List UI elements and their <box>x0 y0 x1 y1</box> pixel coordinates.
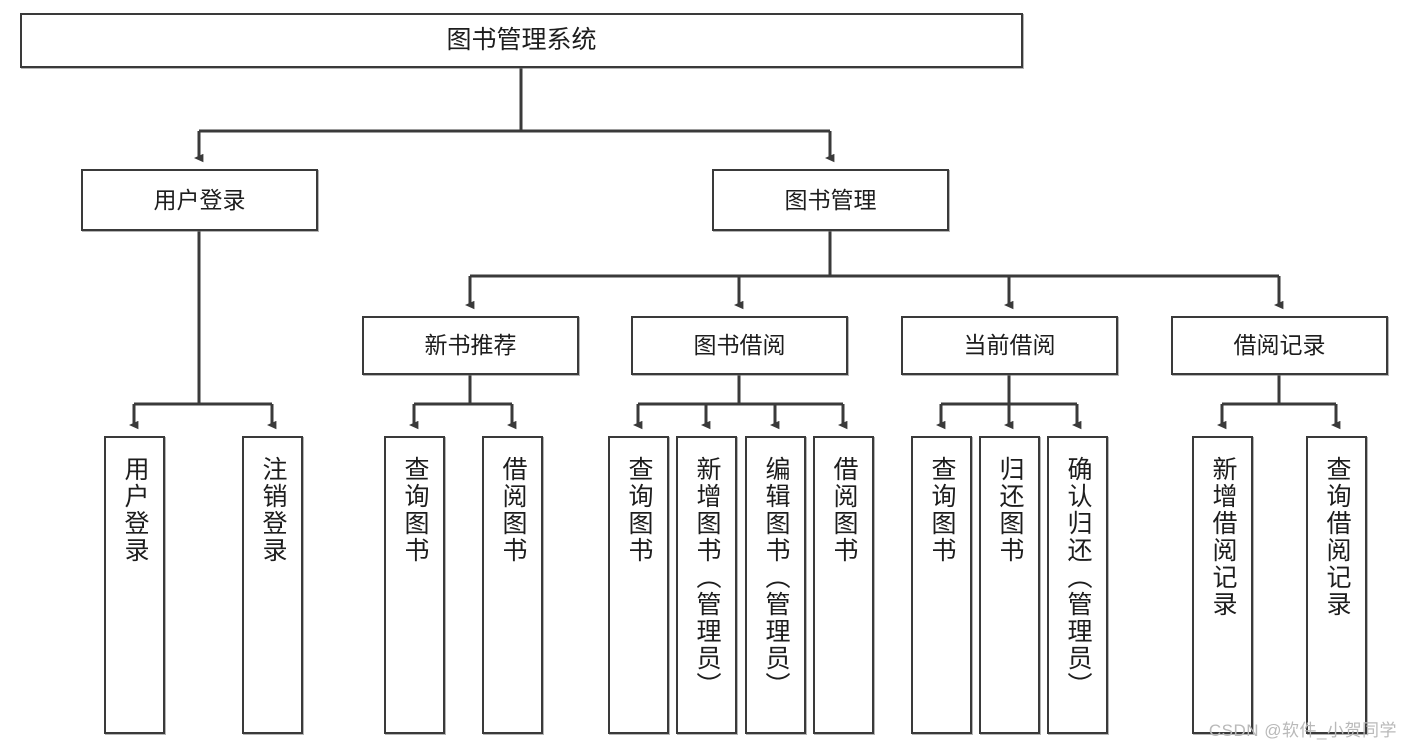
node-label: 查询图书 <box>401 456 429 564</box>
node-current-borrow[interactable]: 当前借阅 <box>901 316 1118 375</box>
node-label: 查询借阅记录 <box>1323 456 1351 618</box>
node-borrow-record[interactable]: 借阅记录 <box>1171 316 1388 375</box>
node-leaf-user-login[interactable]: 用户登录 <box>104 436 165 734</box>
node-label: 图书借阅 <box>693 332 786 359</box>
node-leaf-logout-login[interactable]: 注销登录 <box>242 436 303 734</box>
node-label: 借阅图书 <box>830 456 858 564</box>
node-leaf-query-book-3[interactable]: 查询图书 <box>911 436 972 734</box>
node-label: 新增借阅记录 <box>1209 456 1237 618</box>
node-label: 归还图书 <box>996 456 1024 564</box>
node-leaf-add-book-admin[interactable]: 新增图书（管理员） <box>676 436 737 734</box>
node-label: 当前借阅 <box>963 332 1056 359</box>
node-label: 查询图书 <box>625 456 653 564</box>
node-leaf-edit-book-admin[interactable]: 编辑图书（管理员） <box>745 436 806 734</box>
node-label: 新增图书（管理员） <box>693 456 721 699</box>
node-book-borrow[interactable]: 图书借阅 <box>631 316 848 375</box>
node-label: 查询图书 <box>928 456 956 564</box>
node-leaf-add-borrow-record[interactable]: 新增借阅记录 <box>1192 436 1253 734</box>
node-leaf-return-book[interactable]: 归还图书 <box>979 436 1040 734</box>
node-label: 注销登录 <box>259 456 287 564</box>
node-label: 确认归还（管理员） <box>1064 456 1092 699</box>
node-leaf-query-book-1[interactable]: 查询图书 <box>384 436 445 734</box>
node-leaf-confirm-return-admin[interactable]: 确认归还（管理员） <box>1047 436 1108 734</box>
node-leaf-query-borrow-record[interactable]: 查询借阅记录 <box>1306 436 1367 734</box>
node-label: 编辑图书（管理员） <box>762 456 790 699</box>
node-label: 用户登录 <box>153 186 246 213</box>
node-leaf-borrow-book-2[interactable]: 借阅图书 <box>813 436 874 734</box>
node-label: 借阅记录 <box>1233 332 1326 359</box>
node-label: 图书管理系统 <box>446 26 597 55</box>
node-label: 用户登录 <box>121 456 149 564</box>
node-label: 图书管理 <box>784 186 877 213</box>
node-label: 新书推荐 <box>424 332 517 359</box>
node-new-book-recommend[interactable]: 新书推荐 <box>362 316 579 375</box>
node-label: 借阅图书 <box>499 456 527 564</box>
node-leaf-query-book-2[interactable]: 查询图书 <box>608 436 669 734</box>
node-leaf-borrow-book-1[interactable]: 借阅图书 <box>482 436 543 734</box>
node-root-system[interactable]: 图书管理系统 <box>20 13 1023 68</box>
watermark: CSDN @软件_小贺同学 <box>1208 721 1397 740</box>
node-user-login[interactable]: 用户登录 <box>81 169 318 231</box>
node-book-manage[interactable]: 图书管理 <box>712 169 949 231</box>
